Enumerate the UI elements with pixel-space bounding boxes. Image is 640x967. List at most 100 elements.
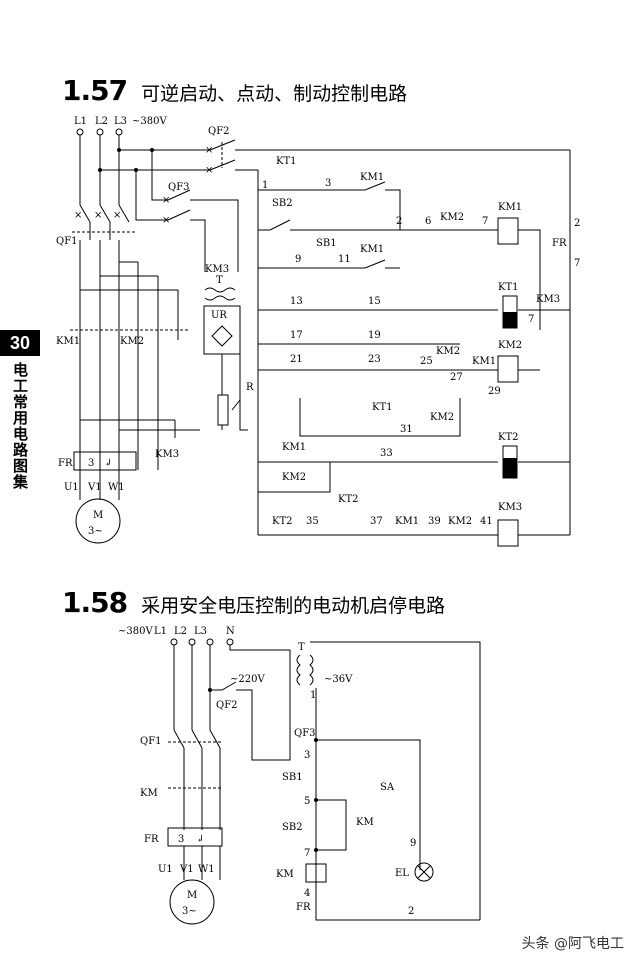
node-9: 7 <box>482 216 488 227</box>
svg-text:×: × <box>74 210 82 221</box>
node-29: 27 <box>450 372 463 383</box>
node-5-2: 5 <box>304 796 310 807</box>
node-41: 39 <box>428 516 441 527</box>
phase-label-n: N <box>226 626 235 637</box>
km1-label-b: KM1 <box>472 356 496 367</box>
km1-coil-label: KM1 <box>498 202 522 213</box>
km2-coil-label: KM2 <box>498 340 522 351</box>
terminal-w1: W1 <box>108 482 125 493</box>
node-13: 11 <box>338 254 351 265</box>
node-27: 25 <box>420 356 433 367</box>
node-31: 29 <box>488 386 501 397</box>
km1-power-label: KM1 <box>56 336 80 347</box>
node-37: 35 <box>306 516 319 527</box>
terminal-w1-2: W1 <box>198 864 215 875</box>
sb2-label-2: SB2 <box>282 822 303 833</box>
km-coil-label: KM <box>276 869 294 880</box>
terminal-u1: U1 <box>64 482 79 493</box>
diagram-1-57: L1 L2 L3 ~380V QF2 ×× QF3 ×× QF1 ××× KM3… <box>56 116 580 547</box>
fr-label-2: FR <box>144 834 159 845</box>
node-3-2: 3 <box>304 750 310 761</box>
phase-label-l1-2: L1 <box>154 626 167 637</box>
section-heading: 可逆启动、点动、制动控制电路 <box>141 83 408 105</box>
node-15: 13 <box>290 296 303 307</box>
km1-brake-label: KM1 <box>282 442 306 453</box>
fr-label: FR <box>58 458 73 469</box>
fr-number: 3 <box>88 458 94 469</box>
book-title: 电工常用电路图集 <box>11 362 29 490</box>
page-number: 30 <box>0 330 40 356</box>
fr-contact-label-2: FR <box>296 902 311 913</box>
km1-jog-label: KM1 <box>360 244 384 255</box>
svg-text:×: × <box>162 195 170 206</box>
v36-label: ~36V <box>324 674 353 685</box>
node-43: 41 <box>480 516 493 527</box>
section-heading: 采用安全电压控制的电动机启停电路 <box>141 595 446 617</box>
terminal-v1: V1 <box>87 482 102 493</box>
sb2-label: SB2 <box>272 198 293 209</box>
node-4-2: 4 <box>304 888 310 899</box>
phase-label-l1: L1 <box>74 116 87 127</box>
node-17: 15 <box>368 296 381 307</box>
phase-label-l2-2: L2 <box>174 626 187 637</box>
node-35: 33 <box>380 448 393 459</box>
kt2-coil-label: KT2 <box>498 432 519 443</box>
phase-label-l3-2: L3 <box>194 626 207 637</box>
sb1-label: SB1 <box>316 238 337 249</box>
node-2-2: 2 <box>408 906 414 917</box>
node-5: 2 <box>396 216 402 227</box>
node-2: 2 <box>574 218 580 229</box>
km-hold-label: KM <box>356 817 374 828</box>
node-7: 6 <box>425 216 431 227</box>
node-1-2: 1 <box>310 690 316 701</box>
fr-contact-label: FR <box>552 238 567 249</box>
node-1: 1 <box>262 180 268 191</box>
lamp-label: EL <box>395 868 409 879</box>
kt1-label: KT1 <box>276 156 297 167</box>
node-11: 9 <box>295 254 301 265</box>
sb1-label-2: SB1 <box>282 772 303 783</box>
km2-delay-label: KM2 <box>430 412 454 423</box>
km-power-label: KM <box>140 788 158 799</box>
transformer-label-2: T <box>298 642 305 653</box>
supply-voltage: ~380V <box>132 116 167 127</box>
kt2-timer-label: KT2 <box>338 494 359 505</box>
motor-type: 3~ <box>88 526 103 537</box>
node-33: 31 <box>400 424 413 435</box>
section-number: 1.58 <box>62 586 128 619</box>
node-39: 37 <box>370 516 383 527</box>
svg-text:×: × <box>205 145 213 156</box>
node-4: 7 <box>574 258 580 269</box>
side-tab: 30 电工常用电路图集 <box>0 330 44 490</box>
motor-label-2: M <box>187 890 197 901</box>
qf2-label: QF2 <box>208 126 230 137</box>
svg-text:×: × <box>94 210 102 221</box>
qf2-label-2: QF2 <box>216 700 238 711</box>
qf3-label-2: QF3 <box>294 728 316 739</box>
transformer-label: T <box>216 275 223 286</box>
svg-text:×: × <box>162 215 170 226</box>
node-7-2: 7 <box>304 848 310 859</box>
svg-text:↲: ↲ <box>196 834 204 845</box>
kt2-contact-label: KT2 <box>272 516 293 527</box>
qf1-label: QF1 <box>56 236 78 247</box>
node-25: 23 <box>368 354 381 365</box>
km2-interlock-label: KM2 <box>440 212 464 223</box>
km3-coil-label: KM3 <box>498 502 522 513</box>
svg-text:×: × <box>205 165 213 176</box>
node-19: 17 <box>290 330 303 341</box>
km2-power-label: KM2 <box>120 336 144 347</box>
node-6: 7 <box>528 314 534 325</box>
km2-label-b: KM2 <box>436 346 460 357</box>
node-23: 21 <box>290 354 303 365</box>
terminal-u1-2: U1 <box>158 864 173 875</box>
km1-hold-label: KM1 <box>360 172 384 183</box>
kt1-coil-label: KT1 <box>498 282 519 293</box>
section-title-1-58: 1.58 采用安全电压控制的电动机启停电路 <box>62 586 445 619</box>
motor-label: M <box>93 510 103 521</box>
phase-label-l2: L2 <box>95 116 108 127</box>
node-3: 3 <box>325 178 331 189</box>
km2-brake-label: KM2 <box>282 472 306 483</box>
motor-type-2: 3~ <box>182 906 197 917</box>
